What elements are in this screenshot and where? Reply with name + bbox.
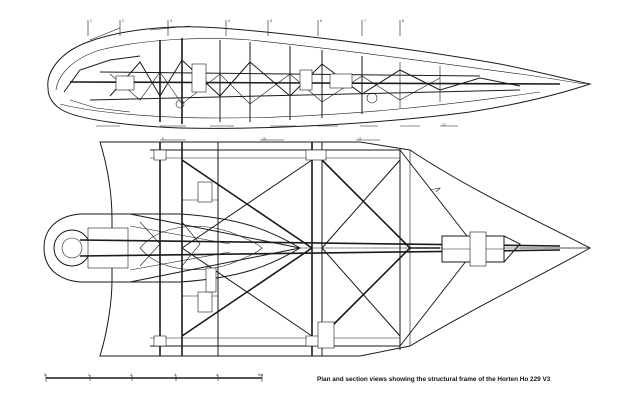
scale-tick-label-1: 1 [88,373,90,377]
section-marker-9: 9 [162,137,164,141]
scale-tick-label-4: 4 [216,373,218,377]
scale-bar [45,374,263,382]
section-markers-top [87,20,401,36]
scale-tick-label-2: 2 [130,373,132,377]
section-marker-5: 5 [270,19,272,23]
figure-caption: Plan and section views showing the struc… [317,376,551,383]
plan-view [43,141,592,357]
section-marker-10: 10 [262,137,266,141]
section-marker-12: 12 [442,123,446,127]
section-view [47,25,592,129]
section-marker-3: 3 [170,19,172,23]
section-marker-8: 8 [402,19,404,23]
scale-tick-label-3: 3 [174,373,176,377]
scale-tick-label-0: 0 [44,373,46,377]
section-marker-11: 11 [358,137,362,141]
section-marker-1: 1 [90,19,92,23]
scale-tick-label-5: 5m [258,373,263,377]
section-marker-2: 2 [122,19,124,23]
section-markers-mid [96,125,458,141]
section-marker-7: 7 [364,19,366,23]
section-marker-6: 6 [320,19,322,23]
section-marker-4: 4 [228,19,230,23]
